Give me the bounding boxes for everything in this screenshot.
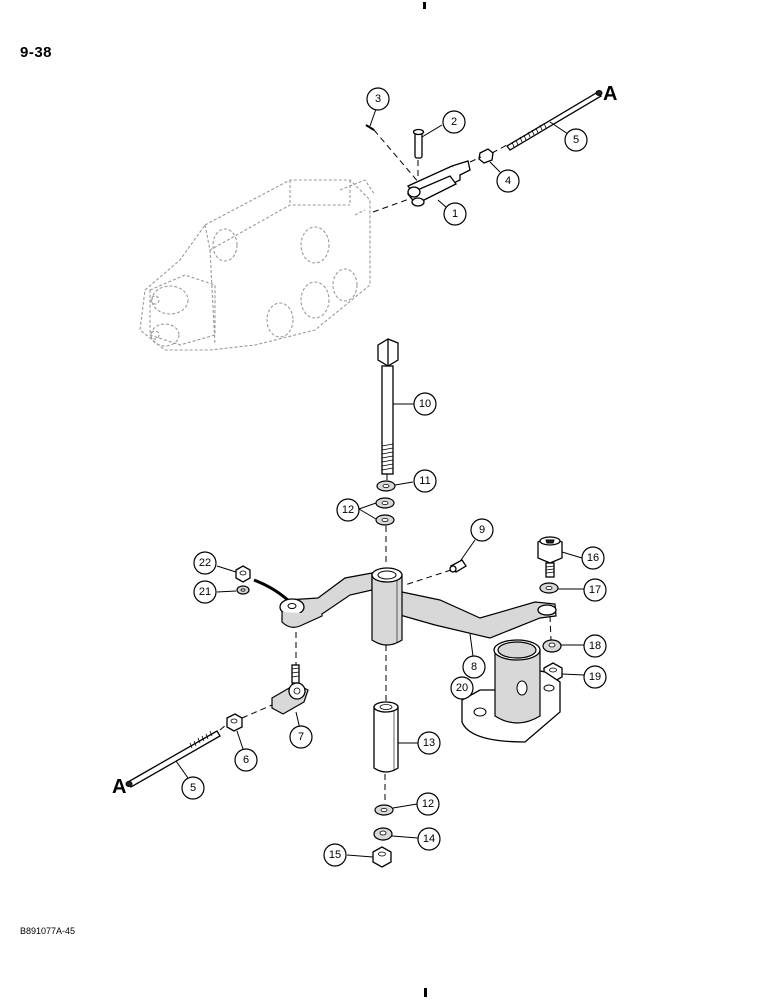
svg-text:16: 16 (587, 552, 599, 564)
callout-8: 8 (462, 655, 486, 679)
grease-fitting-9 (449, 559, 467, 573)
lockwasher-18 (542, 639, 562, 653)
svg-text:13: 13 (423, 737, 435, 749)
callout-3: 3 (366, 87, 390, 111)
callout-12-bottom: 12 (416, 792, 440, 816)
control-valve-phantom (139, 179, 413, 351)
bottom-registration-mark (424, 988, 427, 997)
edge-letter-a-bottom: A (112, 776, 126, 798)
svg-text:10: 10 (419, 398, 431, 410)
bracket-20 (461, 639, 561, 743)
svg-text:12: 12 (342, 504, 354, 516)
callout-19: 19 (583, 665, 607, 689)
svg-text:2: 2 (451, 116, 457, 128)
svg-text:14: 14 (423, 833, 435, 845)
callout-2: 2 (442, 110, 466, 134)
callout-12-top: 12 (336, 498, 360, 522)
svg-text:12: 12 (422, 798, 434, 810)
svg-text:20: 20 (456, 682, 468, 694)
clevis-1 (406, 160, 471, 207)
callout-11: 11 (413, 469, 437, 493)
callout-15: 15 (323, 843, 347, 867)
figure-code: B891077A-45 (20, 926, 76, 936)
svg-text:9: 9 (479, 524, 485, 536)
washer-11 (376, 480, 396, 492)
capscrew-16 (537, 536, 563, 578)
callout-5-top: 5 (564, 128, 588, 152)
page-number: 9-38 (20, 44, 53, 61)
bolt-10 (377, 338, 399, 475)
washers-12-top (375, 497, 395, 526)
lever-arm-8 (279, 567, 557, 646)
callout-21: 21 (193, 580, 217, 604)
top-registration-mark (423, 2, 426, 9)
svg-text:21: 21 (199, 586, 211, 598)
clevis-pin-2 (412, 128, 425, 159)
cotter-pin-3 (365, 124, 375, 131)
jam-nut-4 (478, 148, 494, 164)
lockwasher-14 (373, 827, 393, 841)
jam-nut-6 (226, 713, 243, 732)
svg-text:7: 7 (298, 731, 304, 743)
edge-letter-a-top: A (603, 83, 617, 105)
svg-text:19: 19 (589, 671, 601, 683)
svg-text:15: 15 (329, 849, 341, 861)
svg-text:8: 8 (471, 661, 477, 673)
callout-18: 18 (583, 634, 607, 658)
svg-text:22: 22 (199, 557, 211, 569)
control-rod-5-top (506, 90, 603, 151)
washer-17 (539, 582, 559, 594)
rod-end-7 (271, 664, 309, 715)
svg-text:5: 5 (190, 782, 196, 794)
svg-text:17: 17 (589, 584, 601, 596)
callout-16: 16 (581, 546, 605, 570)
svg-text:4: 4 (505, 175, 511, 187)
callout-4: 4 (496, 169, 520, 193)
svg-text:3: 3 (375, 93, 381, 105)
spacer-13 (373, 701, 399, 773)
callout-14: 14 (417, 827, 441, 851)
lockwasher-21 (236, 585, 250, 595)
callout-17: 17 (583, 578, 607, 602)
callout-13: 13 (417, 731, 441, 755)
callout-7: 7 (289, 725, 313, 749)
leader-arc-21-22 (253, 578, 292, 604)
callout-20: 20 (450, 676, 474, 700)
svg-text:1: 1 (452, 208, 458, 220)
svg-text:18: 18 (589, 640, 601, 652)
nut-22 (235, 565, 251, 583)
callout-5-bottom: 5 (181, 776, 205, 800)
svg-text:6: 6 (243, 754, 249, 766)
nut-15 (372, 846, 392, 868)
callout-1: 1 (443, 202, 467, 226)
callout-9: 9 (470, 518, 494, 542)
washer-12-bottom (374, 804, 394, 816)
callout-10: 10 (413, 392, 437, 416)
svg-text:11: 11 (419, 475, 430, 487)
control-rod-5-bottom (125, 730, 221, 788)
callout-6: 6 (234, 748, 258, 772)
svg-text:5: 5 (573, 134, 579, 146)
callout-22: 22 (193, 551, 217, 575)
